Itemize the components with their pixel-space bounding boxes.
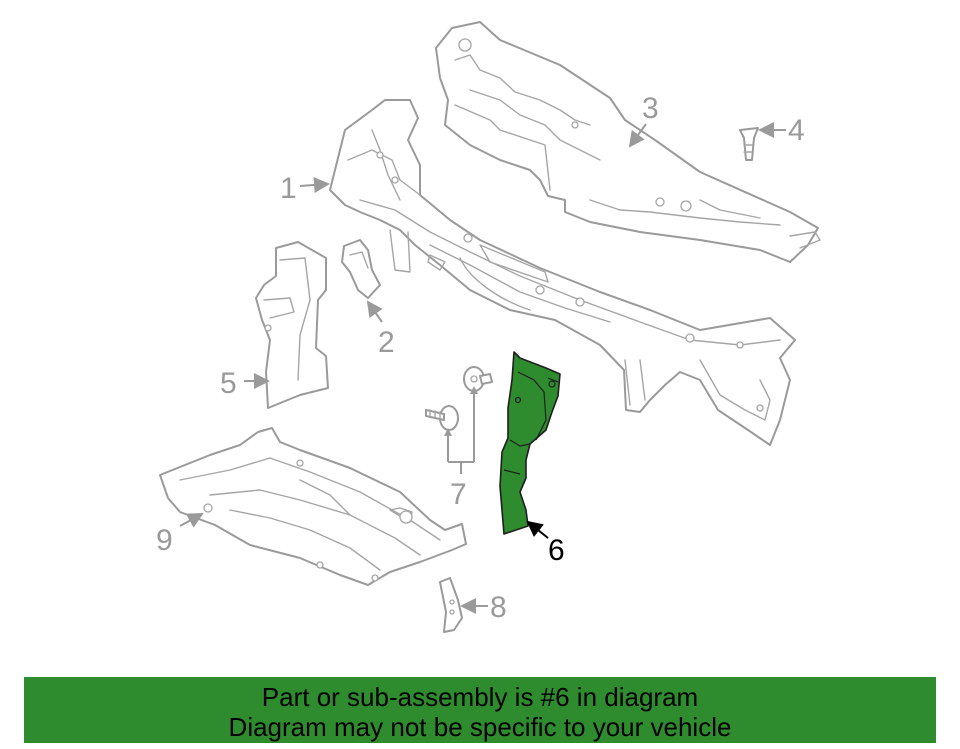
part-1-radiator-support: [329, 99, 796, 446]
svg-text:6: 6: [548, 534, 565, 567]
banner-part-text: Part or sub-assembly is #6 in diagram: [261, 682, 699, 712]
svg-text:7: 7: [450, 478, 467, 511]
part-7-fasteners: [425, 366, 493, 431]
svg-text:5: 5: [220, 367, 237, 400]
svg-text:1: 1: [280, 172, 297, 205]
svg-text:8: 8: [490, 591, 507, 624]
parts-diagram: 1 2 3 4 5 6 7 8 9: [156, 21, 821, 633]
callout-1: 1: [280, 172, 330, 205]
callout-3: 3: [628, 92, 659, 148]
callout-2: 2: [366, 300, 395, 359]
part-9-splash-shield: [159, 427, 467, 586]
svg-text:4: 4: [788, 114, 805, 147]
info-banner: Part or sub-assembly is #6 in diagram Di…: [24, 677, 936, 743]
banner-disclaimer-text: Diagram may not be specific to your vehi…: [228, 712, 732, 742]
part-6-air-deflector-highlighted: [499, 351, 561, 535]
callout-6: 6: [526, 520, 565, 567]
callout-8: 8: [460, 591, 507, 624]
callout-9: 9: [156, 513, 204, 557]
part-4-push-clip: [739, 127, 759, 161]
svg-text:2: 2: [378, 326, 395, 359]
part-5-side-deflector: [255, 241, 329, 409]
callout-7: 7: [444, 386, 478, 511]
callout-4: 4: [758, 114, 805, 147]
part-3-upper-cover: [435, 21, 821, 263]
part-8-bracket: [439, 577, 463, 633]
svg-text:9: 9: [156, 524, 173, 557]
part-2-bracket: [341, 239, 381, 299]
callout-5: 5: [220, 367, 270, 400]
svg-text:3: 3: [642, 92, 659, 125]
